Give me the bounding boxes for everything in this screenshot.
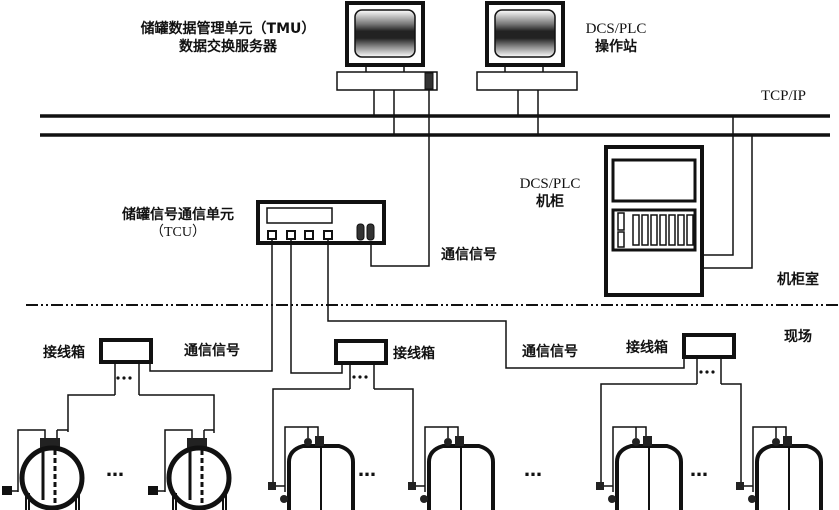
vertical-tank-3-icon xyxy=(596,427,681,510)
vertical-tank-1-icon xyxy=(268,427,353,510)
dcs-station-label-line2: 操作站 xyxy=(595,39,637,55)
spherical-tank-1-icon xyxy=(2,430,82,510)
tmu-label-line2: 数据交换服务器 xyxy=(179,39,277,55)
vertical-tank-4-icon xyxy=(736,427,821,510)
vertical-tank-2-icon xyxy=(408,427,493,510)
dcs-station-label-line1: DCS/PLC xyxy=(585,21,647,37)
junction-box-1-icon xyxy=(68,340,214,433)
junction-box-2-icon xyxy=(273,341,413,484)
ellipsis-4: … xyxy=(690,460,708,481)
tmu-label: 储罐数据管理单元（TMU） 数据交换服务器 xyxy=(128,20,328,56)
tcu-unit-icon xyxy=(258,202,384,243)
ellipsis-3: … xyxy=(524,460,542,481)
ellipsis-2: … xyxy=(358,460,376,481)
dcs-plc-cabinet-icon xyxy=(606,147,702,295)
tcu-label: 储罐信号通信单元 （TCU） xyxy=(108,206,248,242)
dcs-station-label: DCS/PLC 操作站 xyxy=(578,20,654,56)
ellipsis-1: … xyxy=(106,460,124,481)
tcu-jbox2-line xyxy=(291,239,342,373)
tmu-server-icon xyxy=(337,3,437,135)
control-room-label: 机柜室 xyxy=(777,272,819,288)
tcu-label-line1: 储罐信号通信单元 xyxy=(122,207,234,223)
tcu-jbox1-line xyxy=(150,239,272,371)
junction-box-3-label: 接线箱 xyxy=(626,340,668,356)
junction-box-3-icon xyxy=(601,335,741,484)
junction-box-2-label: 接线箱 xyxy=(393,346,435,362)
dcs-cabinet-label-line2: 机柜 xyxy=(536,194,564,210)
dcs-operator-station-icon xyxy=(477,3,577,135)
dcs-cabinet-label-line1: DCS/PLC xyxy=(519,176,581,192)
comm-signal-2-label: 通信信号 xyxy=(522,344,578,360)
tcp-ip-network-bus xyxy=(40,116,830,135)
spherical-tank-2-icon xyxy=(148,430,229,510)
comm-signal-1-label: 通信信号 xyxy=(184,343,240,359)
tmu-label-line1: 储罐数据管理单元（TMU） xyxy=(140,21,316,37)
dcs-cabinet-label: DCS/PLC 机柜 xyxy=(512,175,588,211)
junction-box-1-label: 接线箱 xyxy=(43,345,85,361)
tcu-jbox3-line xyxy=(328,239,684,368)
tcp-ip-label: TCP/IP xyxy=(761,88,807,104)
tcu-label-line2: （TCU） xyxy=(150,225,206,240)
field-label: 现场 xyxy=(784,329,812,345)
tmu-tcu-comm-line xyxy=(371,90,429,266)
tcu-comm-signal-label: 通信信号 xyxy=(441,247,497,263)
